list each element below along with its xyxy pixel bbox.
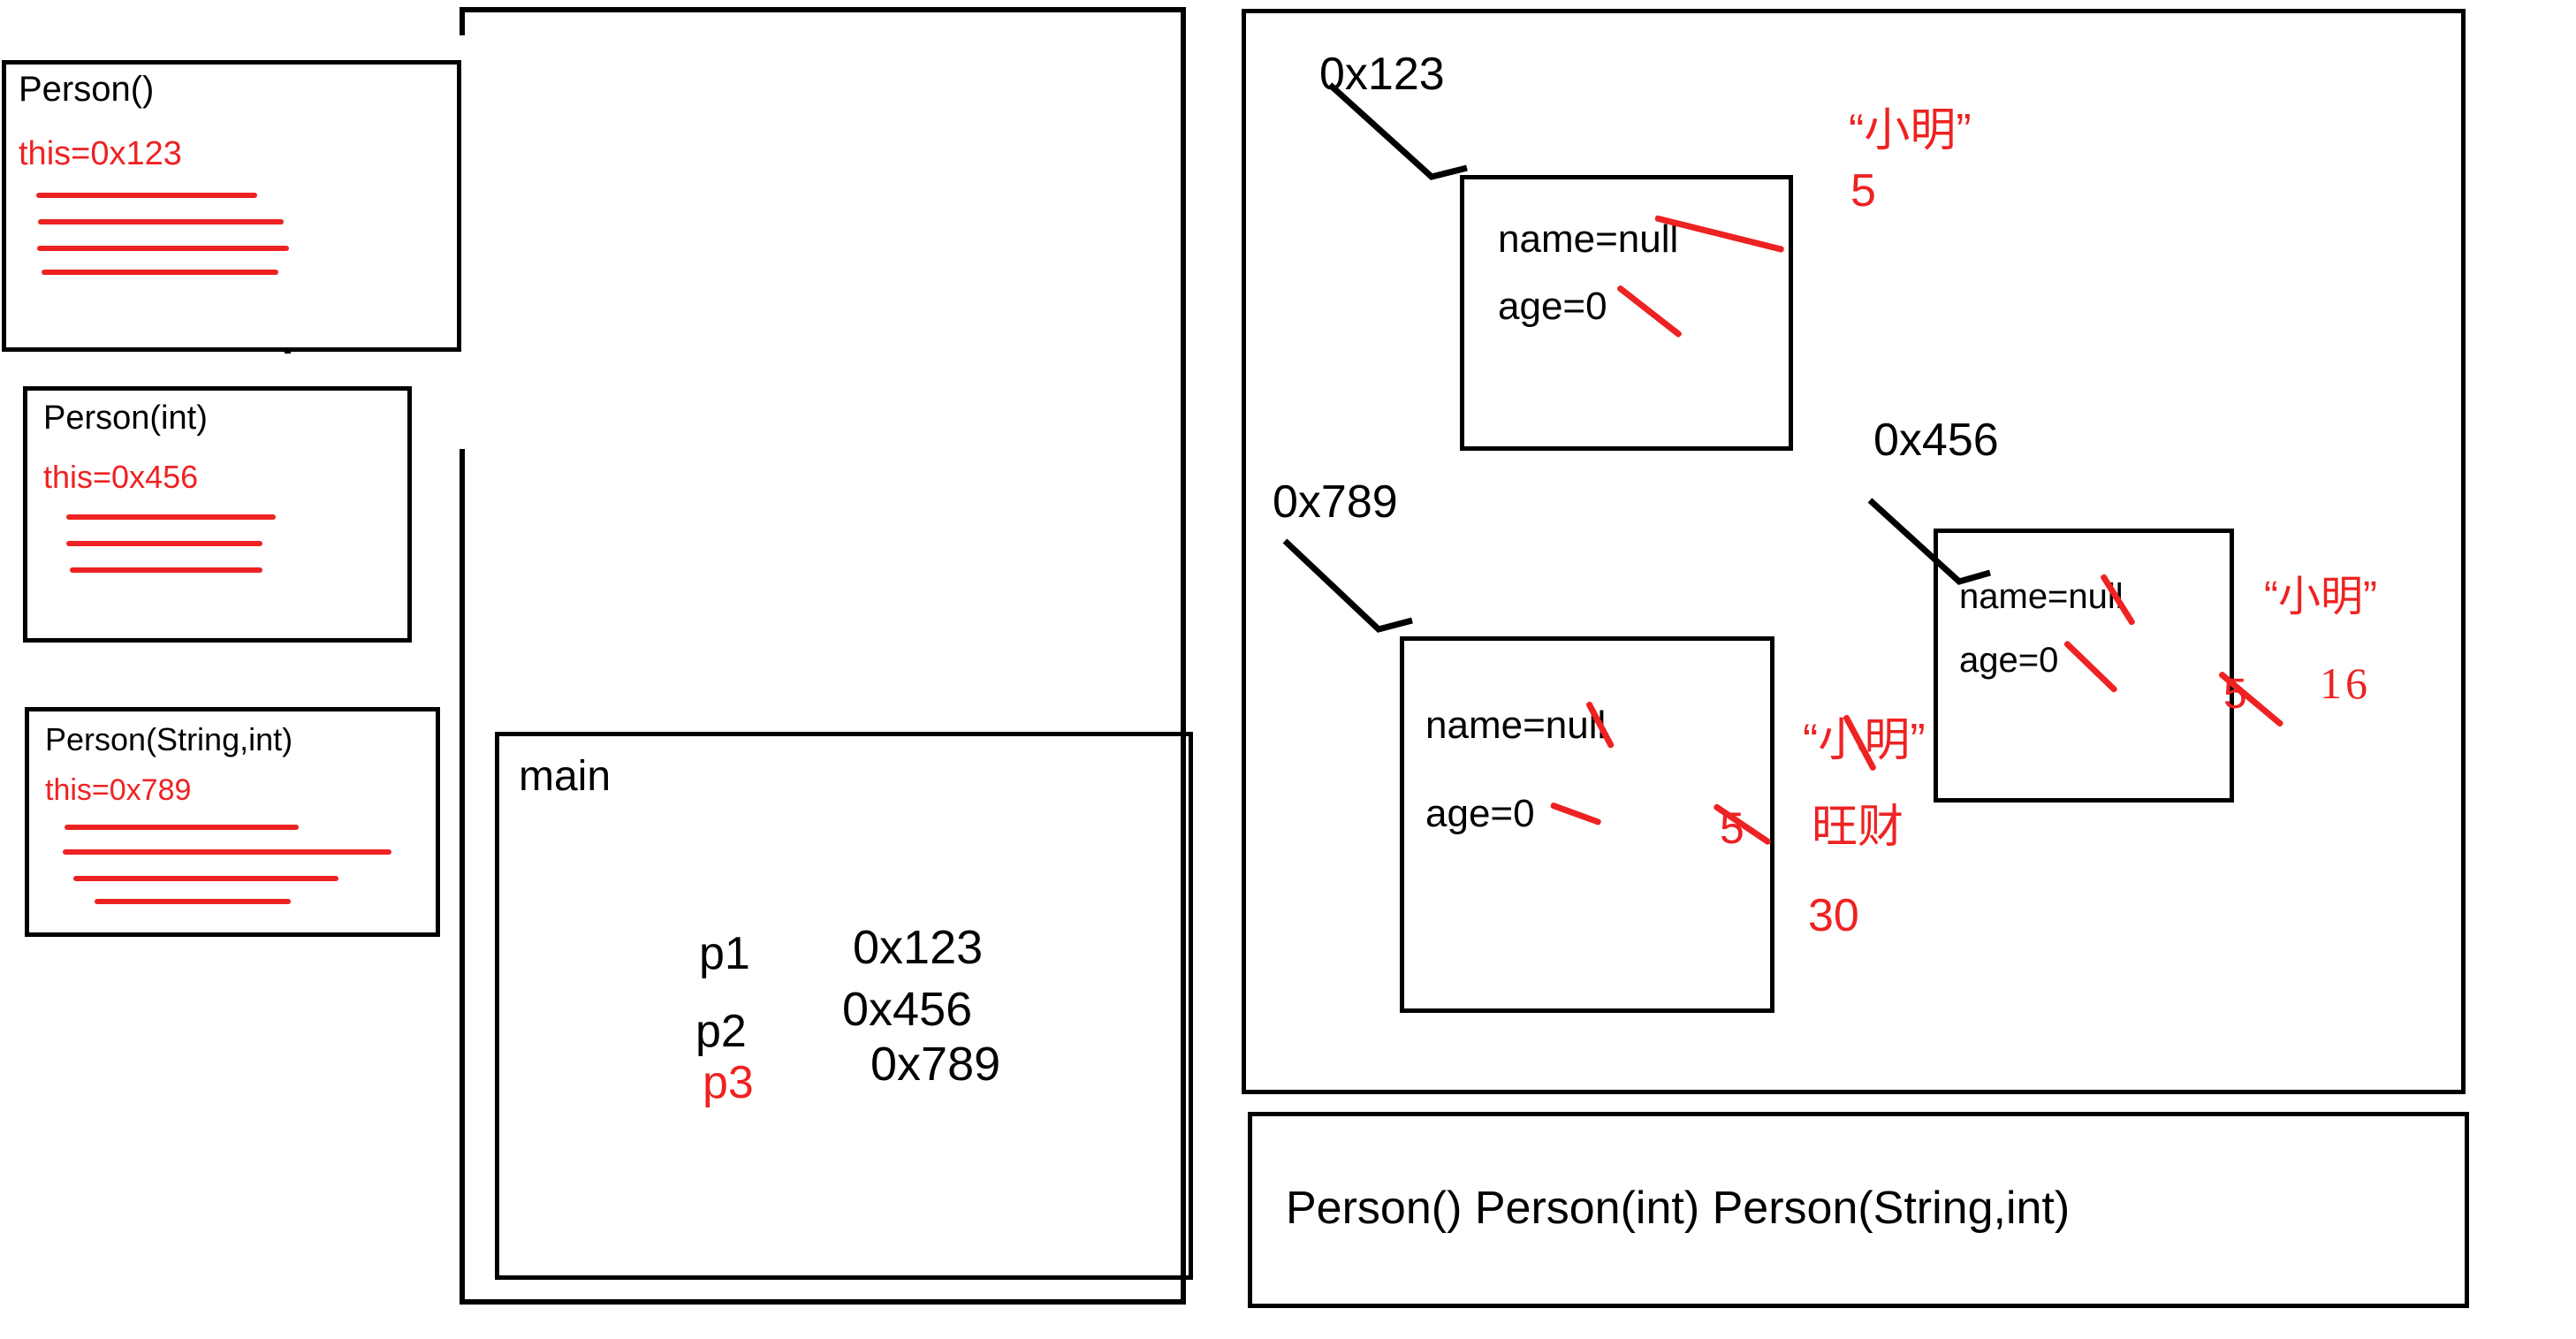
heap-field-age-label: age= xyxy=(1498,285,1586,328)
strike-age-0x123 xyxy=(1615,284,1683,339)
redacted-line xyxy=(38,219,284,224)
constructor-frame-person-int: Person(int) this=0x456 xyxy=(23,386,412,643)
heap-field-name-label: name= xyxy=(1425,704,1546,747)
leader-line-0x123 xyxy=(1327,82,1468,180)
constructor-frame-name: Person(int) xyxy=(43,399,208,437)
main-frame-title: main xyxy=(519,753,612,800)
this-label: this= xyxy=(43,459,112,495)
heap-field-name: name=null xyxy=(1498,220,1678,259)
heap-annotation-age-new-0x456: 16 xyxy=(2320,658,2371,708)
redacted-line xyxy=(66,514,276,520)
heap-field-name: name=null xyxy=(1425,706,1606,745)
method-area-frame: Person() Person(int) Person(String,int) xyxy=(1248,1112,2469,1308)
heap-field-age-label: age= xyxy=(1425,792,1514,835)
constructor-frame-person-noarg: Person() this=0x123 xyxy=(2,60,461,352)
redacted-line xyxy=(66,541,262,546)
stack-frame-border-right xyxy=(1181,7,1186,1305)
this-label: this= xyxy=(45,773,110,807)
constructor-frame-name: Person() xyxy=(19,70,155,109)
heap-region-frame xyxy=(1242,9,2466,1094)
heap-address-label-0x789: 0x789 xyxy=(1273,476,1398,528)
this-label: this= xyxy=(19,135,91,172)
heap-object-0x456: name=null age=0 xyxy=(1934,529,2234,803)
leader-line-0x456 xyxy=(1867,498,1991,585)
heap-field-name-value: null xyxy=(1617,217,1679,261)
stack-frame-border-bottom xyxy=(460,1299,1186,1305)
redacted-line xyxy=(63,849,391,855)
this-value: 0x123 xyxy=(90,135,182,172)
strike-age-0x789 xyxy=(1549,802,1602,826)
constructor-frame-this: this=0x789 xyxy=(45,775,191,805)
stack-var-value-p2: 0x456 xyxy=(842,983,973,1036)
stack-frame-border-left-lower xyxy=(460,449,465,1305)
stack-var-value-p1: 0x123 xyxy=(853,921,984,974)
heap-field-age-label: age= xyxy=(1959,641,2040,680)
redacted-line xyxy=(37,246,289,251)
heap-field-age: age=0 xyxy=(1425,795,1535,833)
heap-object-0x123: name=null age=0 xyxy=(1460,175,1793,451)
heap-field-age: age=0 xyxy=(1498,287,1607,326)
redacted-line xyxy=(36,193,257,198)
strike-age-0x456 xyxy=(2063,639,2118,694)
constructor-frame-this: this=0x456 xyxy=(43,461,198,493)
heap-field-age: age=0 xyxy=(1959,643,2058,678)
redacted-line xyxy=(70,567,262,573)
heap-object-0x789: name=null age=0 xyxy=(1400,636,1774,1013)
heap-annotation-name-0x123: “小明” xyxy=(1849,105,1972,156)
stack-var-name-p1: p1 xyxy=(699,928,750,979)
redacted-line xyxy=(65,825,299,830)
method-area-label: Person() Person(int) Person(String,int) xyxy=(1286,1183,2071,1234)
heap-field-age-value: 0 xyxy=(1585,285,1607,328)
this-value: 0x789 xyxy=(109,773,192,807)
constructor-frame-this: this=0x123 xyxy=(19,137,182,171)
redacted-line xyxy=(42,270,278,275)
redacted-line xyxy=(73,876,338,881)
heap-annotation-age-new-0x789: 30 xyxy=(1808,890,1859,941)
constructor-frame-person-string-int: Person(String,int) this=0x789 xyxy=(25,707,440,937)
stack-frame-border-left-upper xyxy=(460,7,465,35)
heap-address-label-0x456: 0x456 xyxy=(1873,415,1999,466)
stack-var-name-p3: p3 xyxy=(703,1057,754,1108)
stack-var-value-p3: 0x789 xyxy=(870,1038,1001,1091)
heap-annotation-age-0x123: 5 xyxy=(1850,165,1876,217)
stack-frame-border-top xyxy=(460,7,1186,12)
heap-field-name: name=null xyxy=(1959,579,2124,614)
heap-address-label-0x123: 0x123 xyxy=(1319,49,1445,100)
constructor-frame-name: Person(String,int) xyxy=(45,721,293,757)
heap-annotation-name-0x456: “小明” xyxy=(2264,574,2377,620)
heap-field-age-value: 0 xyxy=(2039,641,2059,680)
heap-field-name-label: name= xyxy=(1498,217,1618,261)
stack-var-name-p2: p2 xyxy=(695,1006,747,1057)
heap-annotation-name-new-0x789: 旺财 xyxy=(1812,802,1904,853)
main-stack-frame: main p1 0x123 p2 0x456 p3 0x789 xyxy=(495,732,1193,1280)
redacted-line xyxy=(95,899,291,904)
stray-dot xyxy=(285,347,291,354)
this-value: 0x456 xyxy=(111,459,199,495)
leader-line-0x789 xyxy=(1282,538,1413,633)
heap-field-name-label: name= xyxy=(1959,577,2069,616)
heap-field-age-value: 0 xyxy=(1513,792,1535,835)
